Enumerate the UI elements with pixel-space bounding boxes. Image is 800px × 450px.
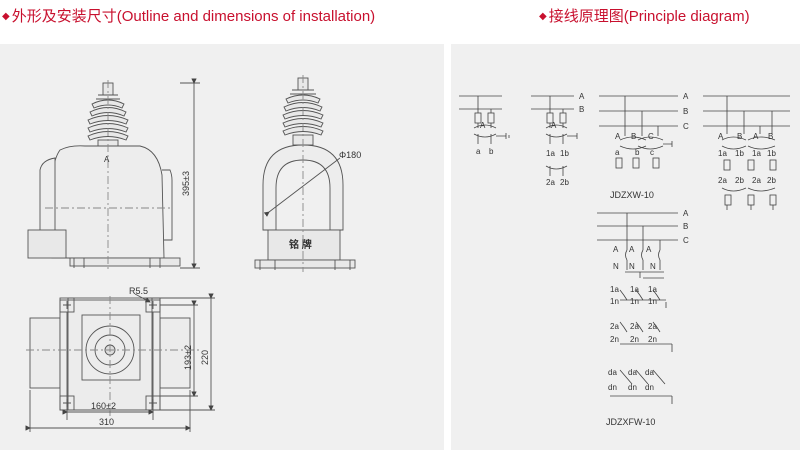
d5-winding2-a: 2a bbox=[648, 322, 657, 331]
bus-c-label: C bbox=[683, 122, 689, 131]
d5-winding1-n: 1n bbox=[630, 297, 639, 306]
d4-tertiary-2: 2b bbox=[735, 176, 744, 185]
height-dimension: 395±3 bbox=[181, 171, 191, 196]
d5-residual-da: da bbox=[645, 368, 654, 377]
d1-secondary-a: a bbox=[476, 147, 481, 156]
d5-winding2-n: 2n bbox=[630, 335, 639, 344]
d2-primary-label: A bbox=[551, 121, 557, 130]
d5-primary-a: A bbox=[629, 245, 635, 254]
outer-depth-dimension: 220 bbox=[200, 350, 210, 365]
d4-primary-3: A bbox=[753, 132, 759, 141]
diagram-4 bbox=[703, 95, 790, 210]
d5-winding1-a: 1a bbox=[648, 285, 657, 294]
d4-secondary-3: 1a bbox=[752, 149, 761, 158]
d5-residual-dn: dn bbox=[645, 383, 654, 392]
diagram-1 bbox=[459, 95, 510, 144]
principle-title-text: 接线原理图(Principle diagram) bbox=[548, 8, 750, 25]
bus-b-label: B bbox=[683, 222, 688, 231]
outer-width-dimension: 310 bbox=[99, 417, 114, 427]
bus-b-label: B bbox=[579, 105, 584, 114]
nameplate-label: 铭 牌 bbox=[289, 238, 312, 251]
d4-primary-1: A bbox=[718, 132, 724, 141]
diagram-5 bbox=[597, 212, 678, 404]
d3-primary-b: B bbox=[631, 132, 636, 141]
d4-primary-4: B bbox=[768, 132, 773, 141]
inner-width-dimension: 160±2 bbox=[91, 401, 116, 411]
d4-tertiary-1: 2a bbox=[718, 176, 727, 185]
d4-tertiary-4: 2b bbox=[767, 176, 776, 185]
bottom-view bbox=[25, 293, 215, 432]
d5-model-caption: JDZXFW-10 bbox=[606, 417, 655, 427]
d5-residual-da: da bbox=[608, 368, 617, 377]
diagram-3 bbox=[599, 95, 678, 169]
principle-diagram-panel bbox=[451, 44, 800, 450]
d2-secondary-1a: 1a bbox=[546, 149, 555, 158]
diamond-bullet-icon: ◆ bbox=[2, 11, 10, 22]
d3-secondary-b: b bbox=[635, 148, 640, 157]
d4-secondary-4: 1b bbox=[767, 149, 776, 158]
d5-winding1-n: 1n bbox=[610, 297, 619, 306]
d4-tertiary-3: 2a bbox=[752, 176, 761, 185]
d5-primary-a: A bbox=[613, 245, 619, 254]
side-view bbox=[254, 75, 356, 272]
d5-primary-a: A bbox=[646, 245, 652, 254]
diagram-labels: A B A a b A 1a 1b 2a 2b A B C A B C a b … bbox=[476, 92, 776, 427]
d4-primary-2: B bbox=[737, 132, 742, 141]
front-terminal-label: A bbox=[104, 155, 110, 164]
nameplate bbox=[267, 229, 341, 261]
d1-secondary-b: b bbox=[489, 147, 494, 156]
d2-secondary-1b: 1b bbox=[560, 149, 569, 158]
bus-a-label: A bbox=[683, 92, 689, 101]
d3-primary-c: C bbox=[648, 132, 654, 141]
d5-primary-n: N bbox=[613, 262, 619, 271]
d2-secondary-2a: 2a bbox=[546, 178, 555, 187]
side-core bbox=[262, 144, 344, 231]
d5-residual-da: da bbox=[628, 368, 637, 377]
principle-section-title: ◆接线原理图(Principle diagram) bbox=[539, 6, 750, 28]
d3-secondary-a: a bbox=[615, 148, 620, 157]
d5-residual-dn: dn bbox=[608, 383, 617, 392]
d4-secondary-1: 1a bbox=[718, 149, 727, 158]
d4-secondary-2: 1b bbox=[735, 149, 744, 158]
front-terminal-box bbox=[27, 229, 67, 259]
inner-depth-dimension: 193±2 bbox=[183, 345, 193, 370]
radius-label: R5.5 bbox=[129, 286, 148, 296]
diamond-bullet-icon: ◆ bbox=[539, 11, 547, 22]
d1-primary-label: A bbox=[480, 121, 486, 130]
d5-winding2-a: 2a bbox=[630, 322, 639, 331]
d5-residual-dn: dn bbox=[628, 383, 637, 392]
d5-winding1-n: 1n bbox=[648, 297, 657, 306]
d5-winding2-n: 2n bbox=[610, 335, 619, 344]
d2-secondary-2b: 2b bbox=[560, 178, 569, 187]
bus-a-label: A bbox=[683, 209, 689, 218]
bus-b-label: B bbox=[683, 107, 688, 116]
diameter-label: Φ180 bbox=[339, 150, 361, 160]
d5-winding1-a: 1a bbox=[610, 285, 619, 294]
d5-winding2-n: 2n bbox=[648, 335, 657, 344]
outline-section-title: ◆外形及安装尺寸(Outline and dimensions of insta… bbox=[2, 6, 375, 28]
front-view bbox=[27, 78, 200, 270]
diagram-2 bbox=[531, 95, 578, 176]
outline-title-text: 外形及安装尺寸(Outline and dimensions of instal… bbox=[11, 8, 376, 25]
d5-winding2-a: 2a bbox=[610, 322, 619, 331]
bus-a-label: A bbox=[579, 92, 585, 101]
d3-primary-a: A bbox=[615, 132, 621, 141]
d3-secondary-c: c bbox=[650, 148, 654, 157]
d5-primary-n: N bbox=[650, 262, 656, 271]
d3-model-caption: JDZXW-10 bbox=[610, 190, 654, 200]
d5-winding1-a: 1a bbox=[630, 285, 639, 294]
bus-c-label: C bbox=[683, 236, 689, 245]
d5-primary-n: N bbox=[629, 262, 635, 271]
